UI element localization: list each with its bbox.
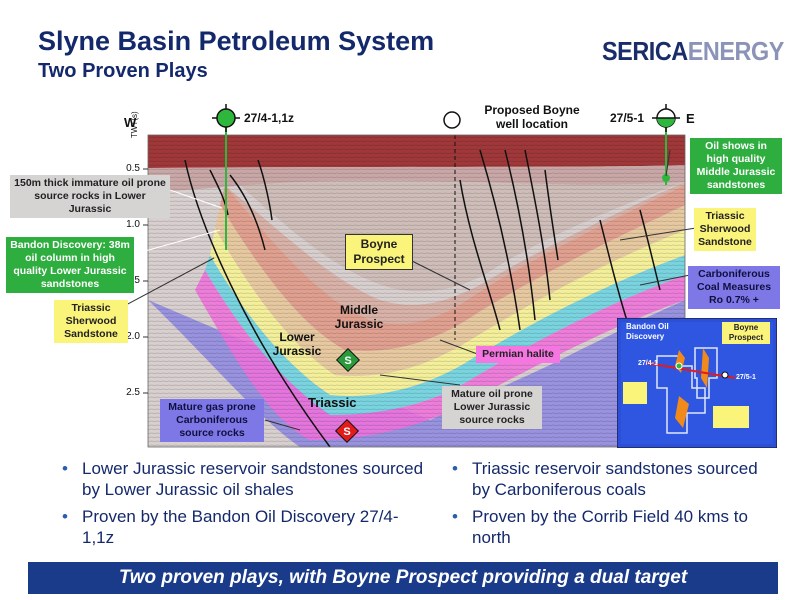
proposed-well-label: Proposed Boyne well location [484, 103, 580, 131]
west-label: W [124, 115, 137, 130]
logo-text-serica: SERICA [602, 36, 688, 66]
inset-label-boyne: Boyne Prospect [722, 322, 770, 344]
page-subtitle: Two Proven Plays [38, 60, 208, 82]
callout-bandon-discovery: Bandon Discovery: 38m oil column in high… [6, 237, 134, 293]
well-label-27-4-1: 27/4-1,1z [244, 111, 295, 125]
page-title: Slyne Basin Petroleum System [38, 26, 435, 56]
inset-label-well-27-4-1: 27/4-1 [638, 360, 658, 367]
callout-carboniferous-coal: Carboniferous Coal Measures Ro 0.7% + [688, 266, 780, 309]
formation-triassic: Triassic [308, 395, 357, 410]
inset-label-bandon: Bandon Oil Discovery [626, 322, 678, 342]
callout-triassic-sherwood-west: Triassic Sherwood Sandstone [54, 300, 128, 343]
bullet-left-1: Lower Jurassic reservoir sandstones sour… [58, 458, 428, 500]
marker-s-green: S [344, 355, 352, 367]
bullet-right-2: Proven by the Corrib Field 40 kms to nor… [448, 506, 778, 548]
inset-label-well-27-5-1: 27/5-1 [736, 374, 756, 381]
callout-boyne-prospect: Boyne Prospect [345, 234, 413, 270]
tick-2-5: 2.5 [126, 387, 140, 398]
well-symbol-27-4-1 [212, 104, 240, 132]
triassic-target-marker [334, 418, 360, 444]
formation-middle-jurassic: Middle Jurassic [334, 303, 384, 331]
tick-0-5: 0.5 [126, 163, 140, 174]
bullet-list-right: Triassic reservoir sandstones sourced by… [448, 458, 778, 554]
formation-lower-jurassic: Lower Jurassic [272, 330, 322, 358]
inset-location-map [617, 318, 777, 448]
callout-mature-oil-source: Mature oil prone Lower Jurassic source r… [442, 386, 542, 429]
marker-s-red: S [343, 426, 351, 438]
logo-text-energy: ENERGY [687, 36, 785, 66]
bullet-right-1: Triassic reservoir sandstones sourced by… [448, 458, 778, 500]
callout-triassic-sherwood-east: Triassic Sherwood Sandstone [694, 208, 756, 251]
callout-immature-source-rocks: 150m thick immature oil prone source roc… [10, 175, 170, 218]
bullet-left-2: Proven by the Bandon Oil Discovery 27/4-… [58, 506, 428, 548]
callout-oil-shows: Oil shows in high quality Middle Jurassi… [690, 138, 782, 194]
east-label: E [686, 111, 695, 126]
tick-1-0: 1.0 [126, 219, 140, 230]
footer-banner: Two proven plays, with Boyne Prospect pr… [28, 562, 778, 594]
well-symbol-proposed [443, 111, 461, 129]
company-logo: SERICAENERGY [602, 36, 784, 67]
well-symbol-27-5-1 [652, 104, 680, 132]
bullet-list-left: Lower Jurassic reservoir sandstones sour… [58, 458, 428, 554]
tick-2-0: 2.0 [126, 331, 140, 342]
callout-permian-halite: Permian halite [476, 346, 560, 363]
callout-mature-gas-source: Mature gas prone Carboniferous source ro… [160, 399, 264, 442]
well-label-27-5-1: 27/5-1 [610, 111, 645, 125]
seismic-cross-section [125, 104, 697, 448]
axis-label-twt: TWT(s) [130, 111, 139, 138]
middle-jurassic-target-marker [335, 347, 361, 373]
